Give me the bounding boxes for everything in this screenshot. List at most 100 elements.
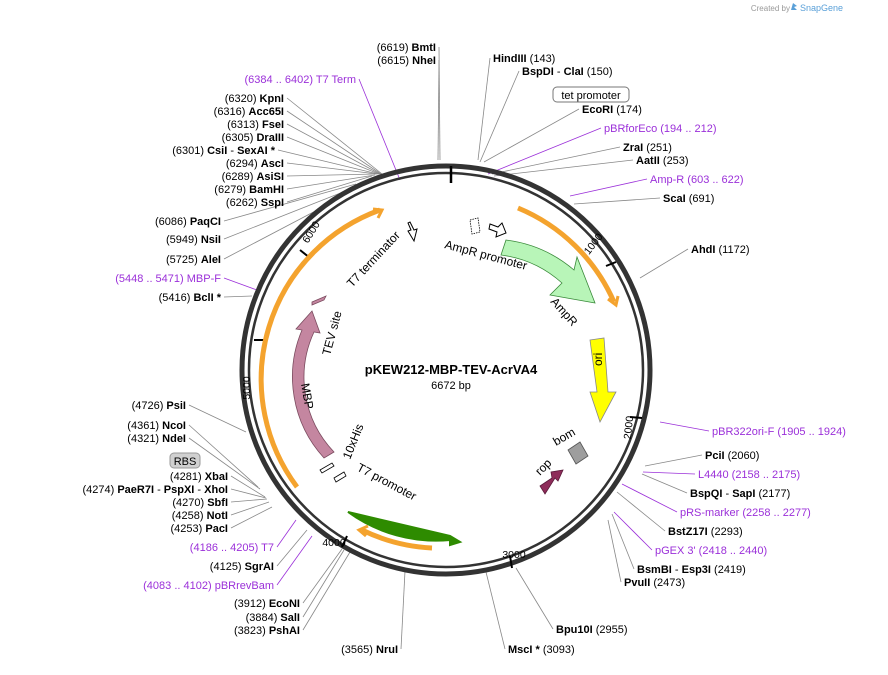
left-site-label[interactable]: (6289) AsiSI (222, 171, 284, 183)
left-site-label[interactable]: (4274) PaeR7I - PspXI - XhoI (82, 484, 228, 496)
left-site-label[interactable]: (6086) PaqCI (155, 216, 221, 228)
right-site-label[interactable]: Bpu10I (2955) (556, 624, 628, 636)
leader-line (479, 70, 520, 163)
left-site-label[interactable]: (4281) XbaI (170, 471, 228, 483)
left-site-label[interactable]: (4083 .. 4102) pBRrevBam (143, 580, 274, 592)
right-site-label[interactable]: pBRforEco (194 .. 212) (604, 123, 717, 135)
left-site-label[interactable]: (5949) NsiI (166, 234, 221, 246)
left-site-label[interactable]: (6619) BmtI (377, 42, 436, 54)
ori-arrow[interactable] (589, 337, 617, 424)
feature-ampr[interactable] (500, 239, 596, 304)
left-site-label[interactable]: (5725) AleI (166, 254, 221, 266)
rop-arrow[interactable] (539, 469, 564, 495)
ampr-arrow[interactable] (500, 239, 596, 304)
rbs-box[interactable]: RBS (169, 452, 201, 469)
left-site-label[interactable]: (4361) NcoI (127, 420, 186, 432)
mbp-label: MBP (298, 382, 316, 410)
leader-line (607, 519, 622, 583)
right-site-label[interactable]: pGEX 3' (2418 .. 2440) (655, 545, 767, 557)
right-site-label[interactable]: L4440 (2158 .. 2175) (698, 469, 800, 481)
leader-line (437, 59, 440, 161)
left-site-label[interactable]: (4726) PsiI (132, 400, 186, 412)
left-site-label[interactable]: (5448 .. 5471) MBP-F (115, 273, 221, 285)
feature-his[interactable] (319, 462, 335, 474)
feature-mbp[interactable] (292, 310, 335, 459)
left-site-label[interactable]: (6384 .. 6402) T7 Term (245, 74, 357, 86)
left-site-label[interactable]: (6313) FseI (227, 119, 284, 131)
tick-label-4000: 4000 (322, 537, 346, 549)
right-site-label[interactable]: PvuII (2473) (624, 577, 685, 589)
ampr-promoter-arrow[interactable] (488, 222, 507, 238)
left-site-label[interactable]: (4270) SbfI (172, 497, 228, 509)
left-site-label[interactable]: (3823) PshAI (234, 625, 300, 637)
bom-box[interactable] (567, 441, 589, 465)
right-site-label[interactable]: BspQI - SapI (2177) (690, 488, 790, 500)
left-site-label[interactable]: (6262) SspI (226, 197, 284, 209)
feature-ori[interactable] (589, 337, 617, 424)
left-site-label[interactable]: (6305) DraIII (222, 132, 284, 144)
his-label: 10xHis (340, 422, 367, 461)
tet-promoter-box-label: tet promoter (561, 90, 621, 102)
tick-mark (341, 535, 348, 548)
left-site-label[interactable]: (4125) SgrAI (210, 561, 274, 573)
snapgene-brand-text: SnapGene (800, 3, 843, 13)
right-site-label[interactable]: HindIII (143) (493, 53, 555, 65)
right-site-label[interactable]: PciI (2060) (705, 450, 759, 462)
tick-label-2000: 2000 (622, 415, 636, 440)
left-site-label[interactable]: (6316) Acc65I (214, 106, 284, 118)
right-site-label[interactable]: EcoRI (174) (582, 104, 642, 116)
mbp-arrow[interactable] (292, 310, 335, 459)
left-site-label[interactable]: (6301) CsiI - SexAI * (172, 145, 275, 157)
left-site-label[interactable]: (6279) BamHI (214, 184, 284, 196)
right-site-label[interactable]: pRS-marker (2258 .. 2277) (680, 507, 811, 519)
leader-line (230, 475, 266, 498)
feature-t7-terminator[interactable] (407, 221, 418, 243)
t7-promoter-label: T7 promoter (355, 460, 419, 503)
leader-line (569, 178, 648, 197)
feature-bom[interactable] (567, 441, 589, 465)
right-site-label[interactable]: AatII (253) (636, 155, 689, 167)
left-site-label[interactable]: (6320) KpnI (225, 93, 284, 105)
snapgene-logo-icon (791, 3, 797, 10)
right-site-label[interactable]: BstZ17I (2293) (668, 526, 743, 538)
left-site-labels: (6619) BmtI(6615) NheI (6384 .. 6402) T7 … (82, 42, 436, 656)
right-site-label[interactable]: Amp-R (603 .. 622) (650, 174, 744, 186)
feature-tev[interactable] (311, 295, 327, 306)
feature-ampr-promoter[interactable] (488, 222, 507, 238)
right-site-label[interactable]: MscI * (3093) (508, 644, 575, 656)
right-site-label[interactable]: ScaI (691) (663, 193, 714, 205)
tev-site-marker[interactable] (311, 295, 327, 306)
right-site-label[interactable]: AhdI (1172) (691, 244, 750, 256)
feature-rop[interactable] (539, 469, 564, 495)
left-site-label[interactable]: (3884) SalI (246, 612, 300, 624)
right-site-label[interactable]: BspDI - ClaI (150) (522, 66, 613, 78)
t7-promoter-arrow[interactable] (347, 511, 463, 547)
leader-line (276, 519, 297, 548)
right-site-label[interactable]: ZraI (251) (623, 142, 672, 154)
right-site-label[interactable]: BsmBI - Esp3I (2419) (637, 564, 746, 576)
left-site-label[interactable]: (4186 .. 4205) T7 (190, 542, 274, 554)
his-tag-marker[interactable] (319, 462, 335, 474)
leader-line (644, 454, 703, 467)
left-site-label[interactable]: (5416) BclI * (159, 292, 222, 304)
feature-t7-promoter[interactable] (347, 511, 463, 547)
right-site-label[interactable]: pBR322ori-F (1905 .. 1924) (712, 426, 846, 438)
left-site-label[interactable]: (6615) NheI (377, 55, 436, 67)
left-site-label[interactable]: (6294) AscI (226, 158, 284, 170)
leader-line (573, 197, 661, 205)
leader-line (642, 471, 696, 475)
backbone-circle (239, 163, 653, 577)
leader-line (613, 511, 653, 551)
left-site-label[interactable]: (4321) NdeI (127, 433, 186, 445)
left-site-label[interactable]: (4253) PacI (171, 523, 229, 535)
leader-line (616, 491, 666, 532)
left-site-label[interactable]: (3565) NruI (341, 644, 398, 656)
leader-line (302, 548, 343, 604)
plasmid-length: 6672 bp (431, 380, 471, 392)
leader-line (491, 146, 621, 175)
t7-terminator-arrow[interactable] (407, 221, 418, 243)
left-site-label[interactable]: (4258) NotI (172, 510, 228, 522)
tet-promoter-box[interactable]: tet promoter (552, 86, 630, 103)
left-site-label[interactable]: (3912) EcoNI (234, 598, 300, 610)
rbs-box-label: RBS (174, 456, 197, 468)
